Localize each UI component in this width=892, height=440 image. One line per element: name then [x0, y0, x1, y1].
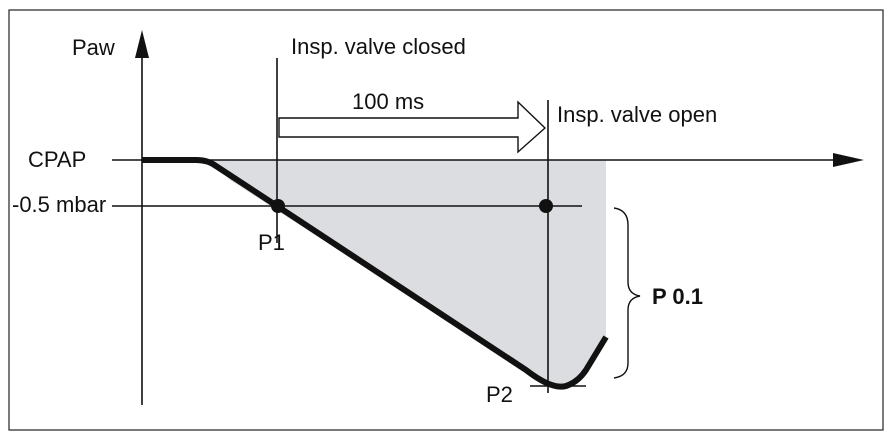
x-axis-arrowhead	[833, 153, 864, 167]
valve-open-point	[539, 199, 553, 213]
interval-label: 100 ms	[352, 89, 424, 114]
threshold-label: -0.5 mbar	[12, 192, 106, 217]
valve-open-label: Insp. valve open	[557, 102, 717, 127]
p1-label: P1	[258, 230, 285, 255]
p01-brace	[613, 207, 641, 379]
p2-label: P2	[486, 382, 513, 407]
shaded-pressure-area-fill	[210, 160, 606, 386]
y-axis-label: Paw	[72, 35, 115, 60]
valve-closed-label: Insp. valve closed	[291, 34, 466, 59]
y-axis-arrowhead	[135, 30, 149, 58]
interval-arrow	[278, 100, 547, 154]
cpap-label: CPAP	[28, 147, 86, 172]
p01-label: P 0.1	[652, 284, 703, 309]
diagram-frame	[8, 9, 884, 431]
pressure-curve	[142, 157, 609, 390]
p1-point	[271, 199, 285, 213]
